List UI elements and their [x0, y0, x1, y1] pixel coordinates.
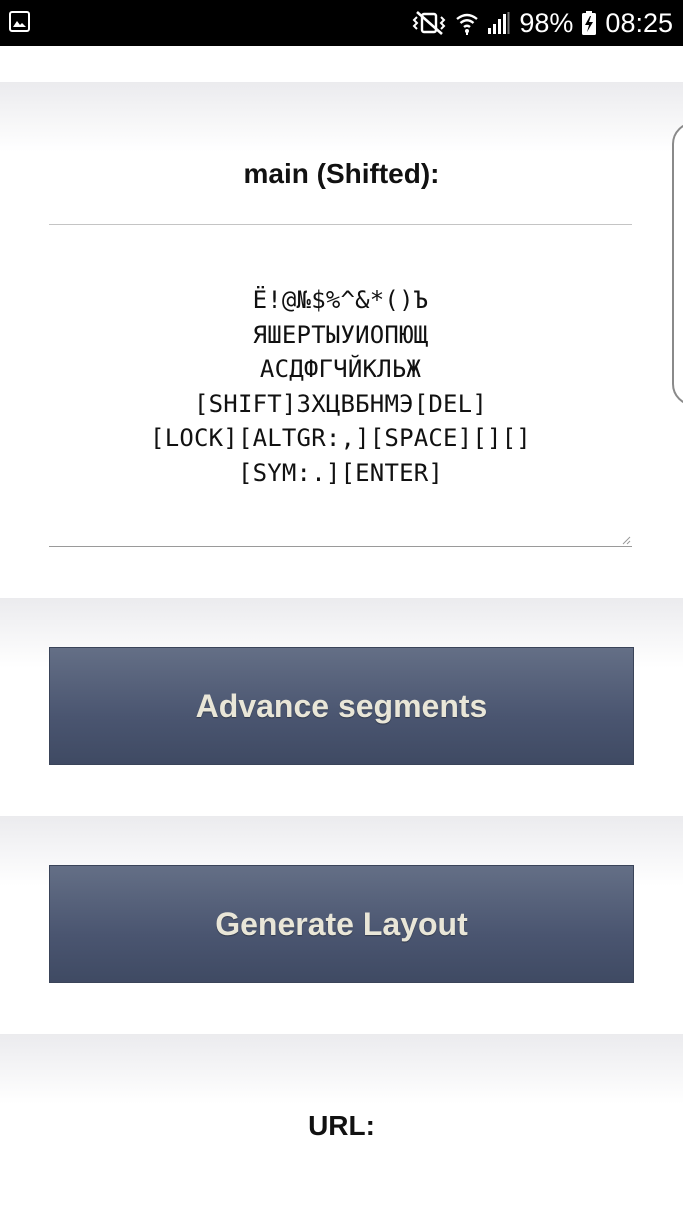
battery-charging-icon [582, 11, 597, 35]
status-bar: 98% 08:25 [0, 0, 683, 46]
url-heading: URL: [308, 1110, 375, 1141]
layout-line: Ё!@№$%^&*()Ъ [252, 286, 429, 314]
main-layout-section: main (Shifted): Ё!@№$%^&*()Ъ ЯШЕРТЫУИОПЮ… [0, 82, 683, 598]
advance-segments-button[interactable]: Advance segments [49, 647, 634, 765]
layout-line: [SHIFT]ЗХЦВБНМЭ[DEL] [194, 389, 487, 418]
layout-line: ЯШЕРТЫУИОПЮЩ [252, 320, 429, 349]
advance-section: Advance segments [0, 598, 683, 816]
battery-percent: 98% [519, 8, 574, 38]
layout-line: [LOCK][ALTGR:,][SPACE][][] [150, 424, 531, 452]
generate-layout-button[interactable]: Generate Layout [49, 865, 634, 983]
layout-line: [SYM:.][ENTER] [237, 458, 444, 487]
generate-section: Generate Layout [0, 816, 683, 1034]
layout-line: АСДФГЧЙКЛЬЖ [259, 355, 422, 383]
resize-grip-icon[interactable] [621, 535, 631, 545]
layout-textarea[interactable]: Ё!@№$%^&*()Ъ ЯШЕРТЫУИОПЮЩ АСДФГЧЙКЛЬЖ [S… [49, 224, 632, 547]
signal-icon [488, 12, 510, 34]
edge-panel-handle[interactable] [672, 122, 683, 406]
vibrate-muted-icon [412, 11, 446, 35]
gallery-icon [9, 11, 30, 32]
clock: 08:25 [605, 8, 673, 38]
status-icons: 98% 08:25 [411, 0, 673, 46]
main-shifted-heading: main (Shifted): [243, 158, 440, 189]
layout-text: Ё!@№$%^&*()Ъ ЯШЕРТЫУИОПЮЩ АСДФГЧЙКЛЬЖ [S… [49, 283, 632, 490]
wifi-icon [456, 13, 479, 35]
url-section: URL: [0, 1034, 683, 1214]
